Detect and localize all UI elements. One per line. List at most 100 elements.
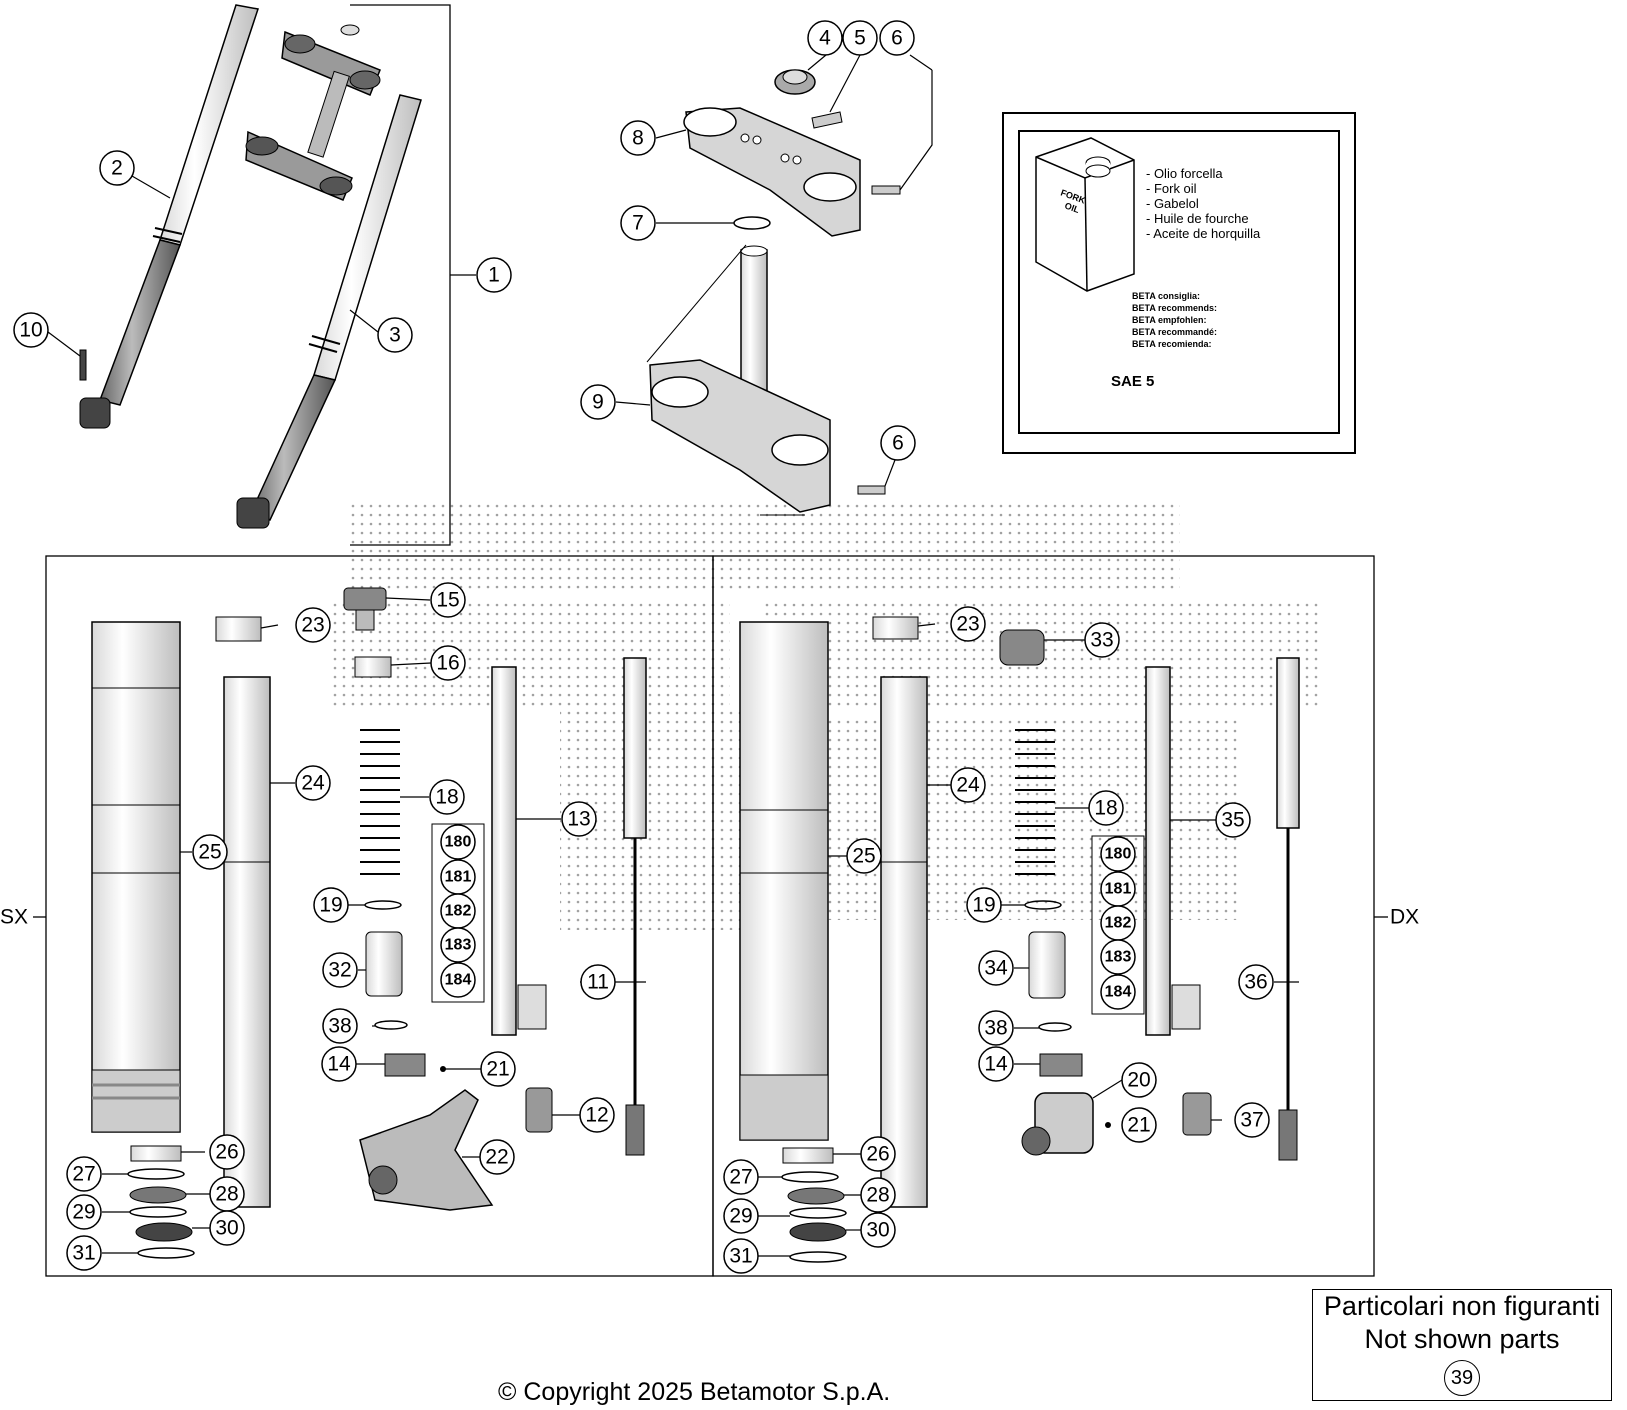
callout-right-14: 14 [978, 1046, 1014, 1082]
svg-text:8: 8 [632, 127, 644, 150]
svg-text:19: 19 [319, 894, 342, 917]
recommends-fr: BETA recommandé: [1132, 327, 1217, 337]
callout-right-181: 181 [1100, 871, 1136, 907]
svg-text:5: 5 [854, 27, 866, 50]
svg-text:18: 18 [1094, 797, 1117, 820]
not-shown-title-en: Not shown parts [1364, 1324, 1560, 1354]
callout-2: 2 [99, 150, 135, 186]
svg-text:31: 31 [729, 1245, 752, 1268]
svg-text:24: 24 [956, 774, 980, 797]
callout-right-18: 18 [1088, 790, 1124, 826]
svg-text:18: 18 [435, 786, 458, 809]
oil-grade: SAE 5 [1111, 373, 1154, 390]
part-21-right-dot [1105, 1122, 1111, 1128]
svg-text:182: 182 [445, 903, 472, 920]
callout-6-lower: 6 [880, 425, 916, 461]
callout-7: 7 [620, 205, 656, 241]
not-shown-part-number: 39 [1444, 1360, 1480, 1396]
left-panel-parts [91, 587, 647, 1259]
copyright-notice: © Copyright 2025 Betamotor S.p.A. [498, 1378, 891, 1406]
callouts: 1 2 3 4 5 6 8 7 9 6 10 15 23 16 24 18 13… [13, 20, 1274, 1274]
svg-text:180: 180 [445, 834, 472, 851]
callout-left-23: 23 [295, 607, 331, 643]
right-panel-parts [739, 616, 1300, 1263]
callout-right-36: 36 [1238, 964, 1274, 1000]
callout-right-25: 25 [846, 838, 882, 874]
callout-left-24: 24 [295, 765, 331, 801]
callout-right-33: 33 [1084, 622, 1120, 658]
callout-left-26: 26 [209, 1134, 245, 1170]
svg-text:28: 28 [215, 1183, 238, 1206]
callout-right-24: 24 [950, 767, 986, 803]
callout-right-35: 35 [1215, 802, 1251, 838]
callout-right-38: 38 [978, 1010, 1014, 1046]
svg-text:19: 19 [972, 894, 995, 917]
callout-left-30: 30 [209, 1210, 245, 1246]
callout-left-18: 18 [429, 779, 465, 815]
oil-can-label-2: OIL [1063, 200, 1081, 215]
callout-right-23: 23 [950, 606, 986, 642]
callout-left-12: 12 [579, 1097, 615, 1133]
callout-9: 9 [580, 384, 616, 420]
callout-right-37: 37 [1234, 1102, 1270, 1138]
svg-text:180: 180 [1105, 846, 1132, 863]
svg-text:183: 183 [445, 937, 472, 954]
callout-left-15: 15 [430, 582, 466, 618]
svg-text:23: 23 [956, 613, 979, 636]
part-21-left-dot [440, 1066, 446, 1072]
svg-text:9: 9 [592, 391, 604, 414]
callout-left-14: 14 [321, 1046, 357, 1082]
callout-right-182: 182 [1100, 905, 1136, 941]
callout-left-180: 180 [440, 824, 476, 860]
svg-text:35: 35 [1221, 809, 1244, 832]
oil-name-fr: - Huile de fourche [1146, 211, 1249, 226]
callout-right-26: 26 [860, 1136, 896, 1172]
svg-text:24: 24 [301, 772, 325, 795]
svg-text:26: 26 [215, 1141, 238, 1164]
svg-text:37: 37 [1240, 1109, 1263, 1132]
triple-clamp-illustration [646, 69, 901, 516]
svg-text:31: 31 [72, 1242, 95, 1265]
svg-text:181: 181 [1105, 881, 1132, 898]
svg-text:21: 21 [486, 1058, 509, 1081]
svg-text:3: 3 [389, 324, 401, 347]
callout-right-31: 31 [723, 1238, 759, 1274]
callout-left-29: 29 [66, 1194, 102, 1230]
callout-right-21: 21 [1121, 1107, 1157, 1143]
svg-text:38: 38 [984, 1017, 1007, 1040]
svg-text:7: 7 [632, 212, 644, 235]
oil-name-es: - Aceite de horquilla [1146, 226, 1261, 241]
recommends-it: BETA consiglia: [1132, 291, 1200, 301]
svg-text:27: 27 [729, 1166, 752, 1189]
callout-right-180: 180 [1100, 836, 1136, 872]
callout-left-19: 19 [313, 887, 349, 923]
callout-3: 3 [377, 317, 413, 353]
side-label-right: DX [1390, 906, 1419, 929]
svg-text:6: 6 [891, 27, 903, 50]
not-shown-title-it: Particolari non figuranti [1323, 1291, 1601, 1321]
svg-text:30: 30 [215, 1217, 238, 1240]
callout-left-25: 25 [192, 834, 228, 870]
oil-name-it: - Olio forcella [1146, 166, 1223, 181]
svg-text:32: 32 [328, 959, 351, 982]
svg-text:16: 16 [436, 652, 459, 675]
not-shown-parts-box: Particolari non figuranti Not shown part… [1312, 1289, 1612, 1401]
callout-right-184: 184 [1100, 974, 1136, 1010]
svg-text:13: 13 [567, 808, 590, 831]
fork-assembly-illustration [79, 4, 451, 546]
svg-text:28: 28 [866, 1184, 889, 1207]
svg-text:25: 25 [852, 845, 875, 868]
svg-text:29: 29 [729, 1205, 752, 1228]
right-fork-panel [712, 555, 1375, 1277]
svg-text:14: 14 [327, 1053, 351, 1076]
svg-text:38: 38 [328, 1015, 351, 1038]
svg-text:184: 184 [445, 972, 472, 989]
recommends-es: BETA recomienda: [1132, 339, 1212, 349]
callout-4: 4 [807, 20, 843, 56]
fork-oil-info-box: FORK OIL - Olio forcella - Fork oil - Ga… [1002, 112, 1356, 454]
recommends-en: BETA recommends: [1132, 303, 1217, 313]
callout-right-19: 19 [966, 887, 1002, 923]
svg-text:27: 27 [72, 1163, 95, 1186]
svg-text:2: 2 [111, 157, 123, 180]
